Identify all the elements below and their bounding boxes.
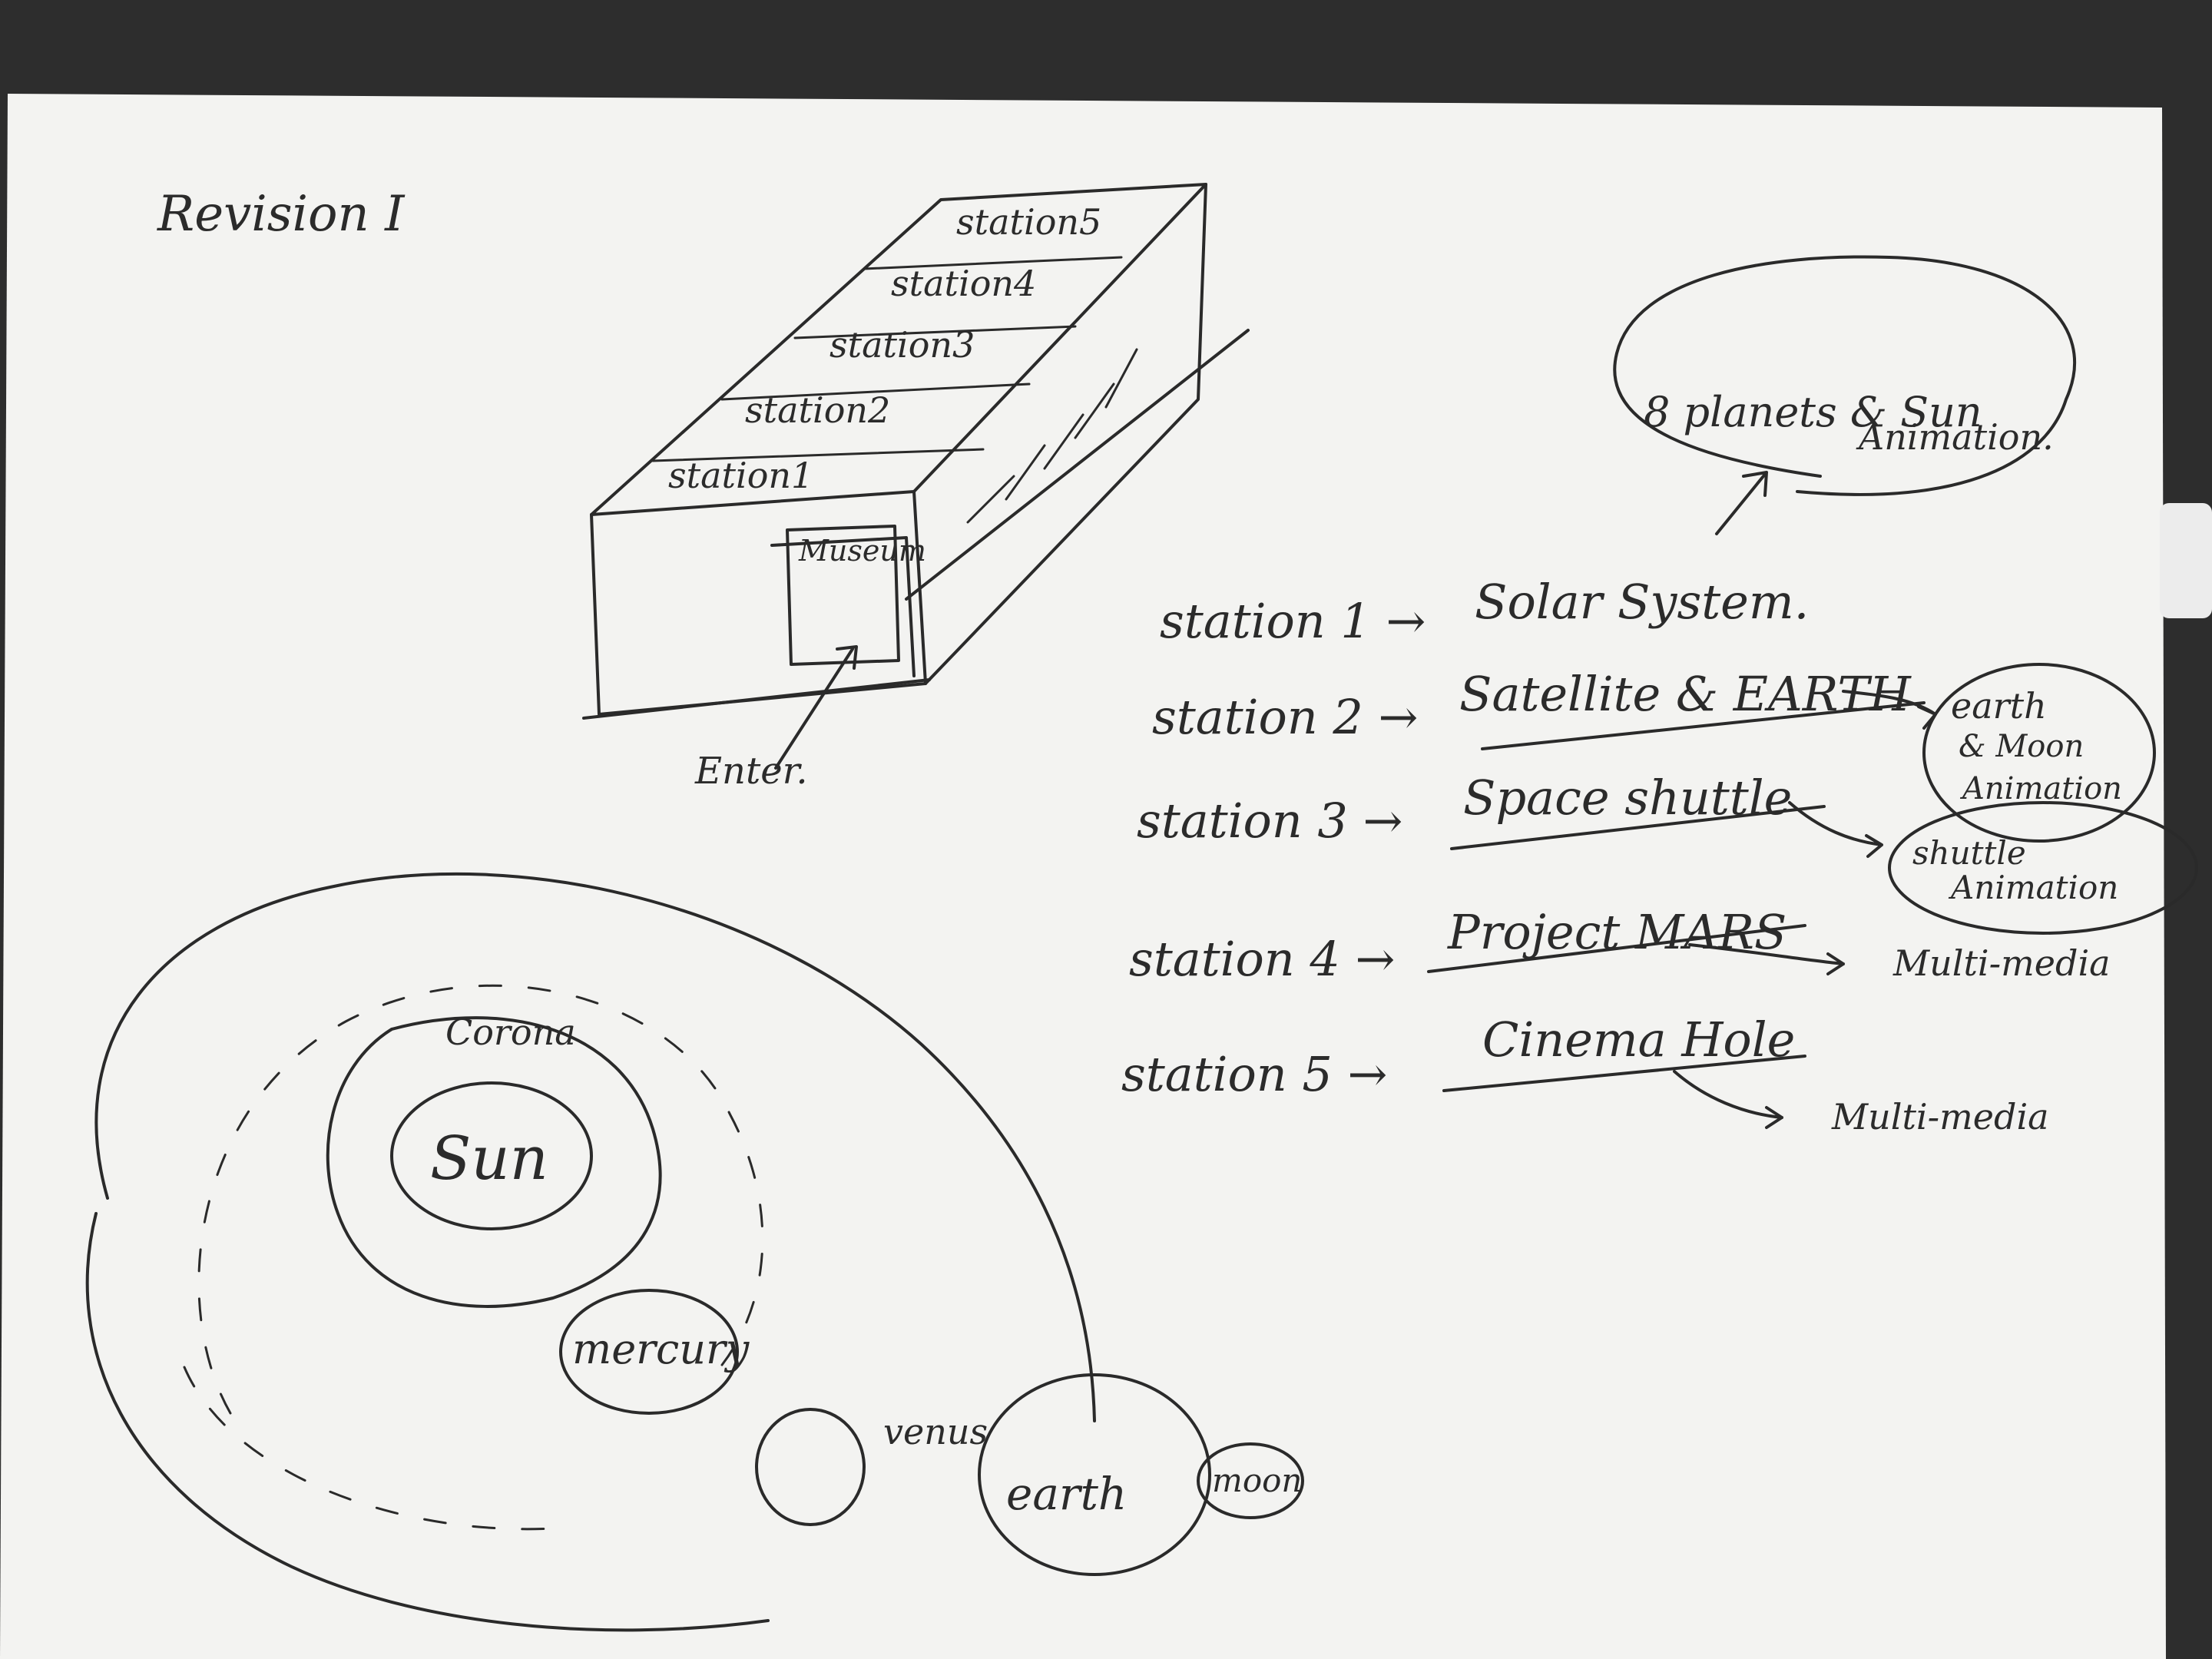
station-1-label: station1 <box>668 455 813 496</box>
station-2-label: station2 <box>745 389 890 431</box>
corona-label: Corona <box>445 1012 576 1053</box>
earth-moon-line1: earth <box>1951 685 2047 727</box>
station-list-3-topic: Space shuttle <box>1463 770 1792 826</box>
moon-label: moon <box>1212 1462 1302 1499</box>
venus-label: venus <box>883 1411 988 1452</box>
earth-moon-bubble-outline <box>1922 663 2156 843</box>
enter-label: Enter. <box>694 750 808 793</box>
station-list-5-label: station 5 → <box>1121 1046 1388 1102</box>
moon-outline <box>1197 1442 1304 1519</box>
paper-sheet <box>0 94 2166 1659</box>
planets-bubble-line1: 8 planets & Sun <box>1644 388 1982 436</box>
planets-bubble-arrow <box>1715 471 1768 535</box>
station-list: station 1 → Solar System. station 2 → Sa… <box>1121 574 1926 1102</box>
earth-label: earth <box>1006 1468 1127 1520</box>
multimedia-note-1: Multi-media <box>1892 942 2111 984</box>
shuttle-line2: Animation <box>1948 869 2118 906</box>
solar-system-diagram <box>85 872 1304 1632</box>
station-list-5-topic: Cinema Hole <box>1482 1012 1795 1068</box>
station-list-1-topic: Solar System. <box>1475 574 1809 630</box>
planets-bubble-outline <box>1613 255 2076 496</box>
station-list-3-label: station 3 → <box>1137 793 1403 849</box>
shuttle-line1: shuttle <box>1912 834 2026 872</box>
museum-building-sketch <box>582 183 1250 770</box>
station-list-2-label: station 2 → <box>1152 689 1419 745</box>
shuttle-bubble-outline <box>1888 801 2198 935</box>
earth-outline <box>978 1373 1211 1576</box>
mercury-label: mercury <box>572 1325 750 1373</box>
revision-heading: Revision I <box>157 186 406 243</box>
venus-outline <box>755 1408 866 1526</box>
mercury-outline <box>559 1289 739 1415</box>
station-4-label: station4 <box>891 263 1036 304</box>
station-list-2-topic: Satellite & EARTH <box>1459 666 1912 722</box>
earth-moon-line2: & Moon <box>1959 729 2084 764</box>
earth-moon-line3: Animation <box>1959 771 2122 806</box>
station-list-4-label: station 4 → <box>1129 931 1396 987</box>
station-3-label: station3 <box>830 324 975 366</box>
sun-label: Sun <box>430 1124 548 1194</box>
station-5-label: station5 <box>956 201 1101 243</box>
planets-bubble-line2: Animation. <box>1856 416 2054 458</box>
charger-cable <box>2160 503 2212 618</box>
station-list-1-label: station 1 → <box>1160 593 1426 649</box>
museum-entrance-label: Museum <box>798 534 926 568</box>
multimedia-note-2: Multi-media <box>1831 1096 2049 1137</box>
